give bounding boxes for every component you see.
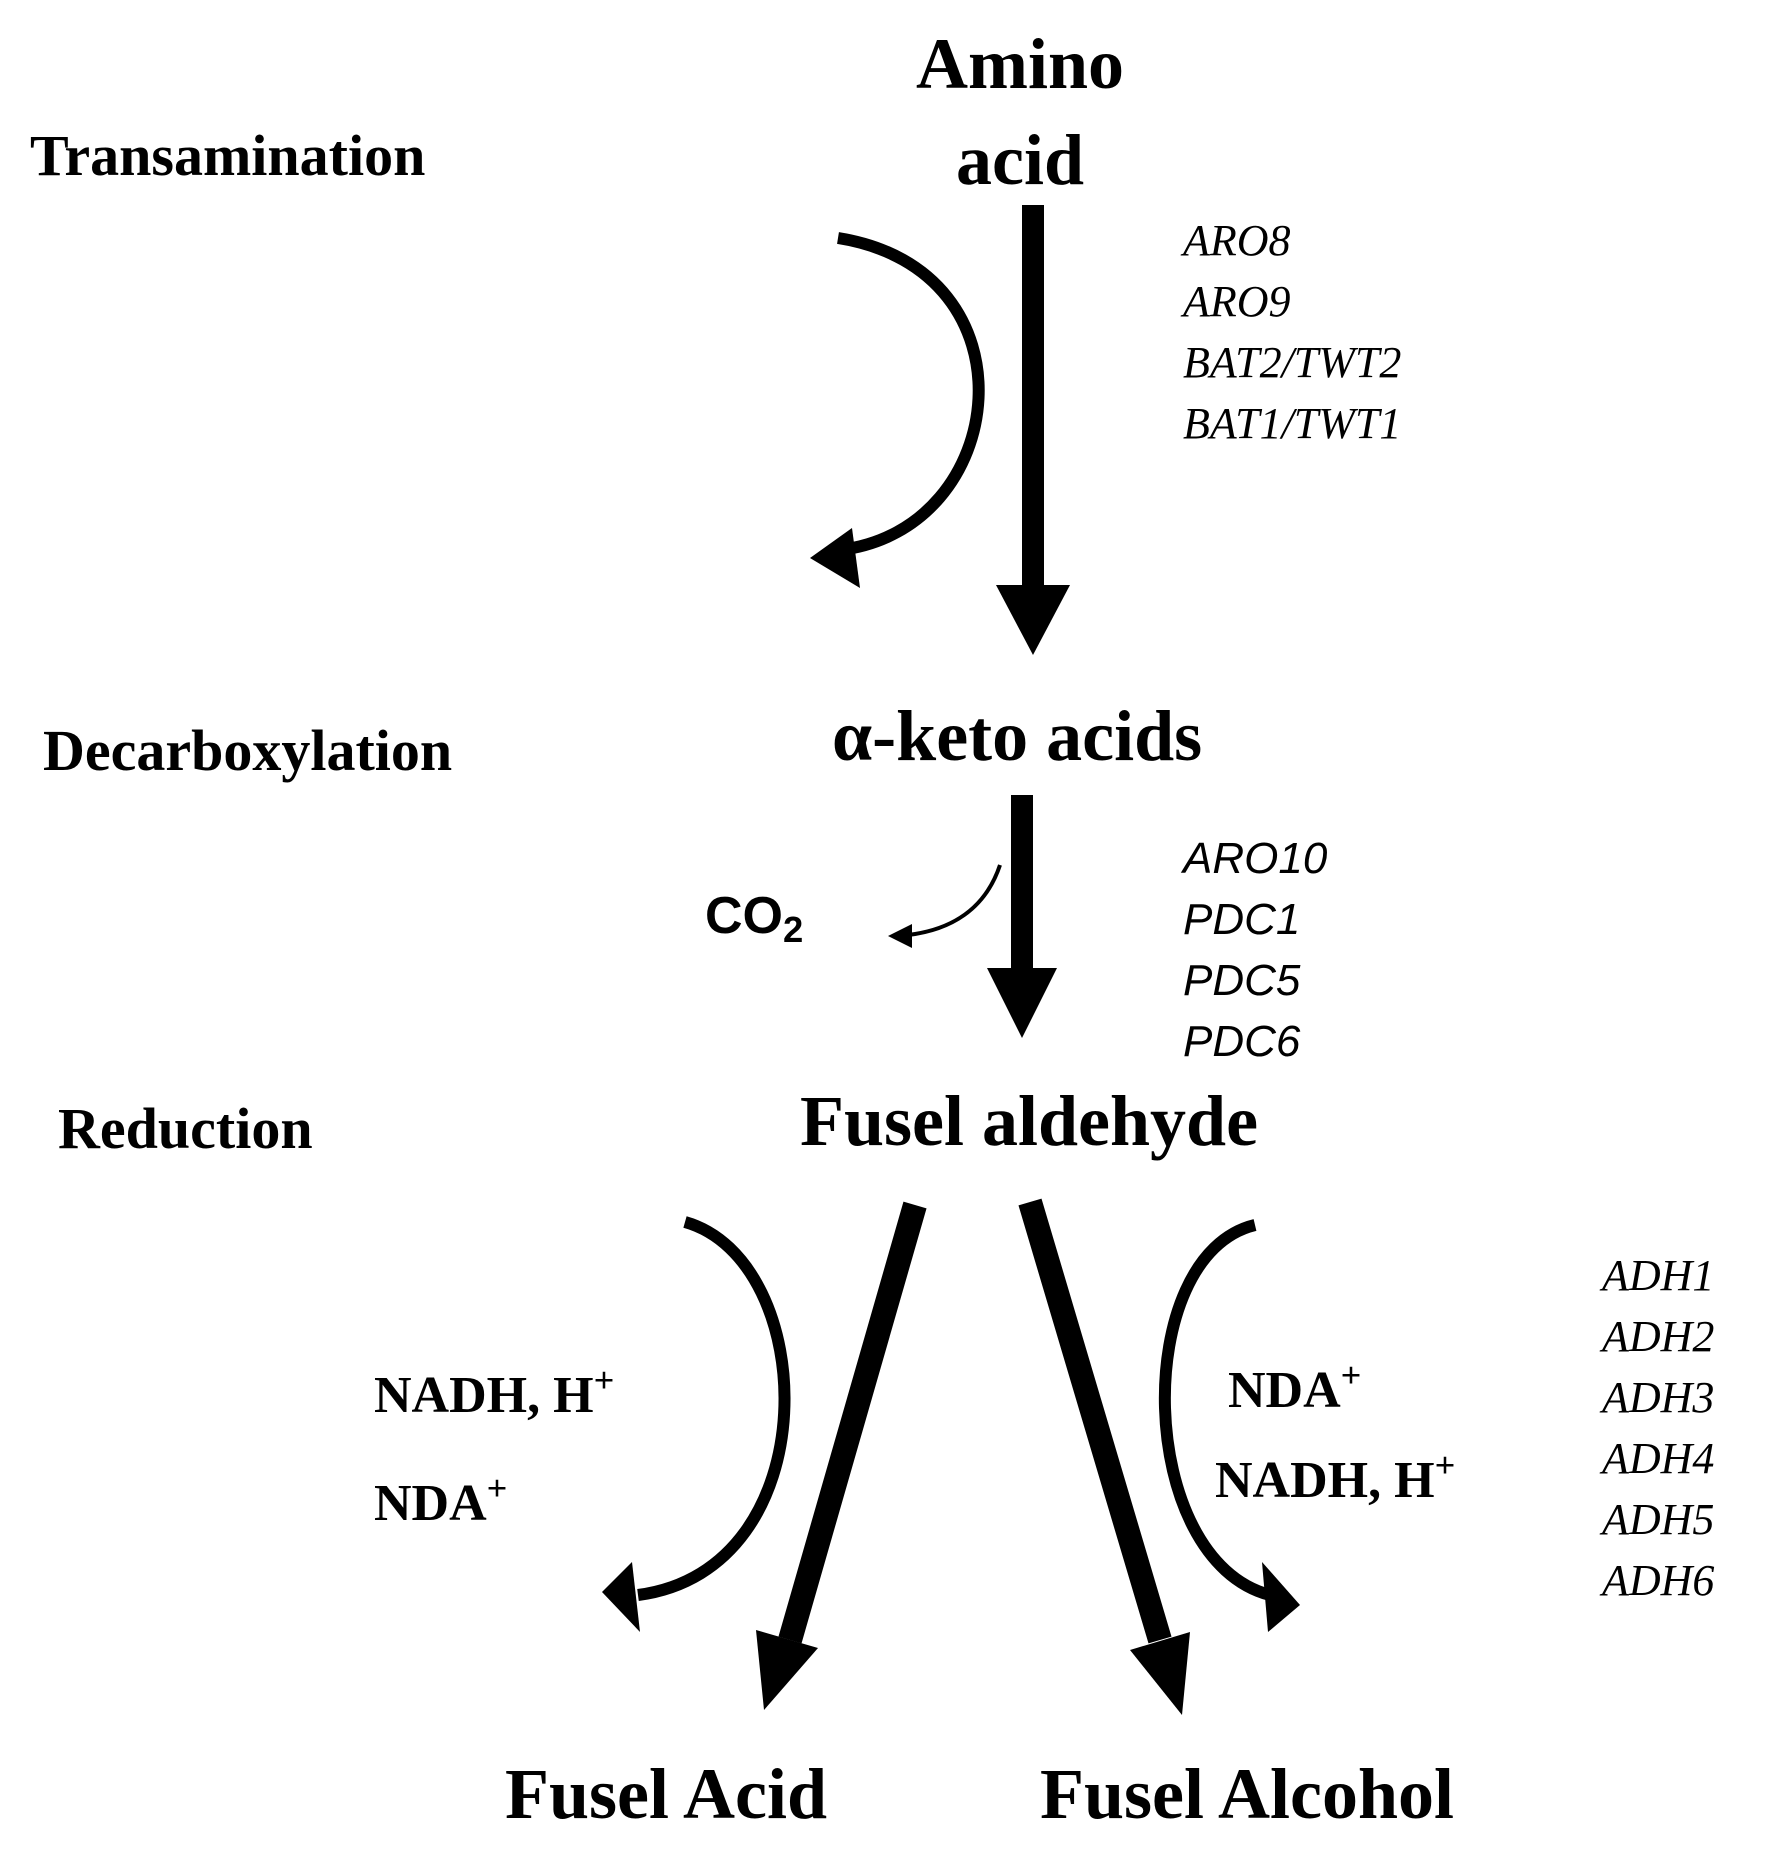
decarboxylation-main-arrow	[987, 795, 1057, 1038]
to-fusel-acid-arrow	[756, 1201, 927, 1710]
compound-fusel-aldehyde: Fusel aldehyde	[800, 1081, 1259, 1161]
gene-item: ARO8	[1183, 216, 1291, 265]
nadh-text: NADH, H	[1215, 1452, 1435, 1509]
co2-base: CO	[705, 887, 783, 945]
transamination-side-arrow	[810, 232, 985, 588]
gene-item: PDC5	[1183, 956, 1301, 1005]
amino-acid-line2: acid	[955, 120, 1084, 200]
gene-item: ADH1	[1602, 1251, 1715, 1300]
gene-list-reduction: ADH1 ADH2 ADH3 ADH4 ADH5 ADH6	[1602, 1245, 1714, 1611]
gene-item: ADH3	[1602, 1373, 1715, 1422]
co2-subscript: 2	[783, 909, 804, 951]
nda-sup: +	[1340, 1354, 1362, 1395]
gene-list-decarboxylation: ARO10 PDC1 PDC5 PDC6	[1183, 828, 1327, 1072]
compound-fusel-acid: Fusel Acid	[505, 1754, 828, 1834]
nadh-text: NADH, H	[374, 1367, 594, 1424]
nadh-sup: +	[1434, 1444, 1456, 1485]
gene-item: ADH4	[1602, 1434, 1715, 1483]
step-label-reduction: Reduction	[58, 1096, 313, 1161]
compound-amino-acid: Amino acid	[830, 16, 1210, 208]
transamination-main-arrow	[996, 205, 1070, 655]
gene-item: ADH5	[1602, 1495, 1715, 1544]
nda-sup: +	[486, 1467, 508, 1508]
compound-alpha-keto-acids: α-keto acids	[832, 696, 1203, 776]
compound-fusel-alcohol: Fusel Alcohol	[1040, 1754, 1455, 1834]
gene-item: ARO9	[1183, 277, 1291, 326]
nda-text: NDA	[374, 1475, 487, 1532]
gene-item: PDC6	[1183, 1017, 1301, 1066]
gene-item: ADH2	[1602, 1312, 1715, 1361]
amino-acid-line1: Amino	[915, 24, 1125, 104]
nadh-sup: +	[593, 1359, 615, 1400]
right-cofactor-arrow	[1159, 1219, 1300, 1632]
nda-text: NDA	[1228, 1362, 1341, 1419]
gene-item: BAT2/TWT2	[1183, 338, 1402, 387]
cofactor-nda-right: NDA+	[1228, 1357, 1361, 1419]
cofactor-nadh-right: NADH, H+	[1215, 1447, 1455, 1509]
to-fusel-alcohol-arrow	[1018, 1198, 1190, 1715]
gene-list-transamination: ARO8 ARO9 BAT2/TWT2 BAT1/TWT1	[1183, 210, 1401, 454]
gene-item: BAT1/TWT1	[1183, 399, 1402, 448]
cofactor-co2: CO2	[705, 887, 803, 948]
gene-item: PDC1	[1183, 895, 1301, 944]
left-cofactor-arrow	[602, 1216, 791, 1632]
step-label-decarboxylation: Decarboxylation	[43, 718, 453, 783]
step-label-transamination: Transamination	[30, 123, 426, 188]
cofactor-nda-left: NDA+	[374, 1470, 507, 1532]
gene-item: ARO10	[1183, 834, 1328, 883]
co2-release-arrow	[888, 864, 1002, 948]
cofactor-nadh-left: NADH, H+	[374, 1362, 614, 1424]
gene-item: ADH6	[1602, 1556, 1715, 1605]
